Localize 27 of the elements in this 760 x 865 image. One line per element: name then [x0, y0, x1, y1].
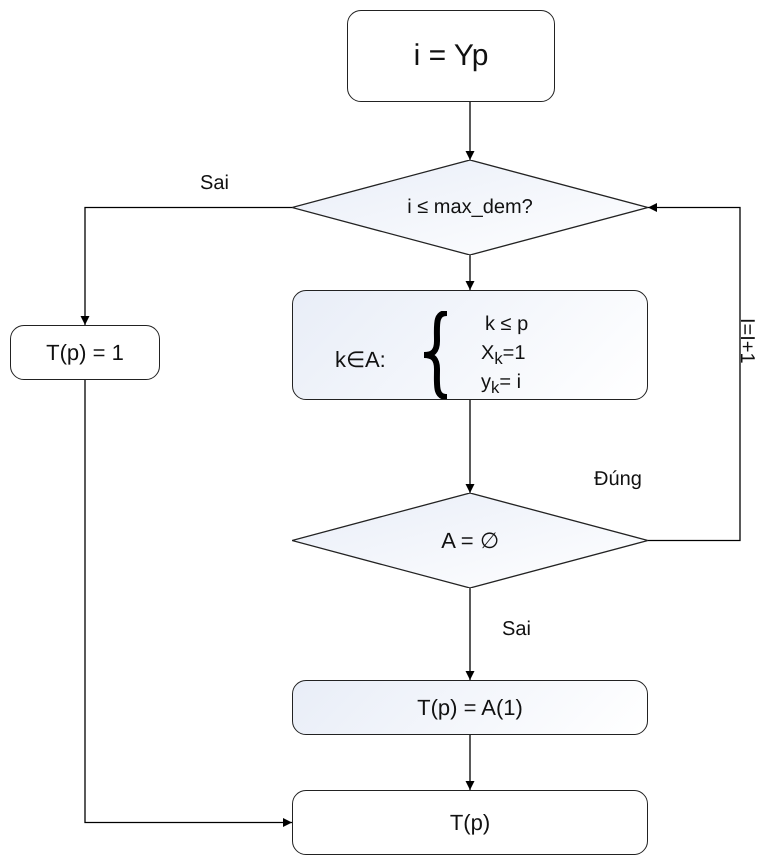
loop-note: I=I+1 [735, 318, 758, 364]
arrow [648, 203, 741, 542]
arrow [80, 206, 292, 325]
arrow [466, 588, 474, 680]
edge-label: Đúng [592, 468, 644, 491]
process-text: T(p) = A(1) [417, 694, 523, 720]
process-box [292, 790, 648, 855]
arrow [84, 380, 292, 827]
condition-text: k ≤ p [485, 313, 528, 336]
decision-diamond [292, 160, 648, 255]
arrow [466, 255, 474, 290]
condition-text: y$_{k}$= i [481, 371, 522, 398]
arrow [466, 735, 474, 790]
condition-text: X$_{k}$=1 [481, 342, 526, 369]
set-label: k∈A: [335, 347, 386, 373]
process-box [347, 10, 555, 102]
process-box [292, 680, 648, 735]
process-box [10, 325, 160, 380]
process-text: T(p) = 1 [46, 340, 124, 366]
arrow [466, 400, 474, 493]
process-text: i = Yp [414, 39, 488, 73]
arrow [466, 102, 474, 160]
process-box [292, 290, 648, 400]
decision-text: A = ∅ [441, 528, 499, 554]
decision-text: i ≤ max_dem? [407, 196, 533, 219]
process-text: T(p) [450, 810, 490, 836]
decision-diamond [292, 493, 648, 588]
